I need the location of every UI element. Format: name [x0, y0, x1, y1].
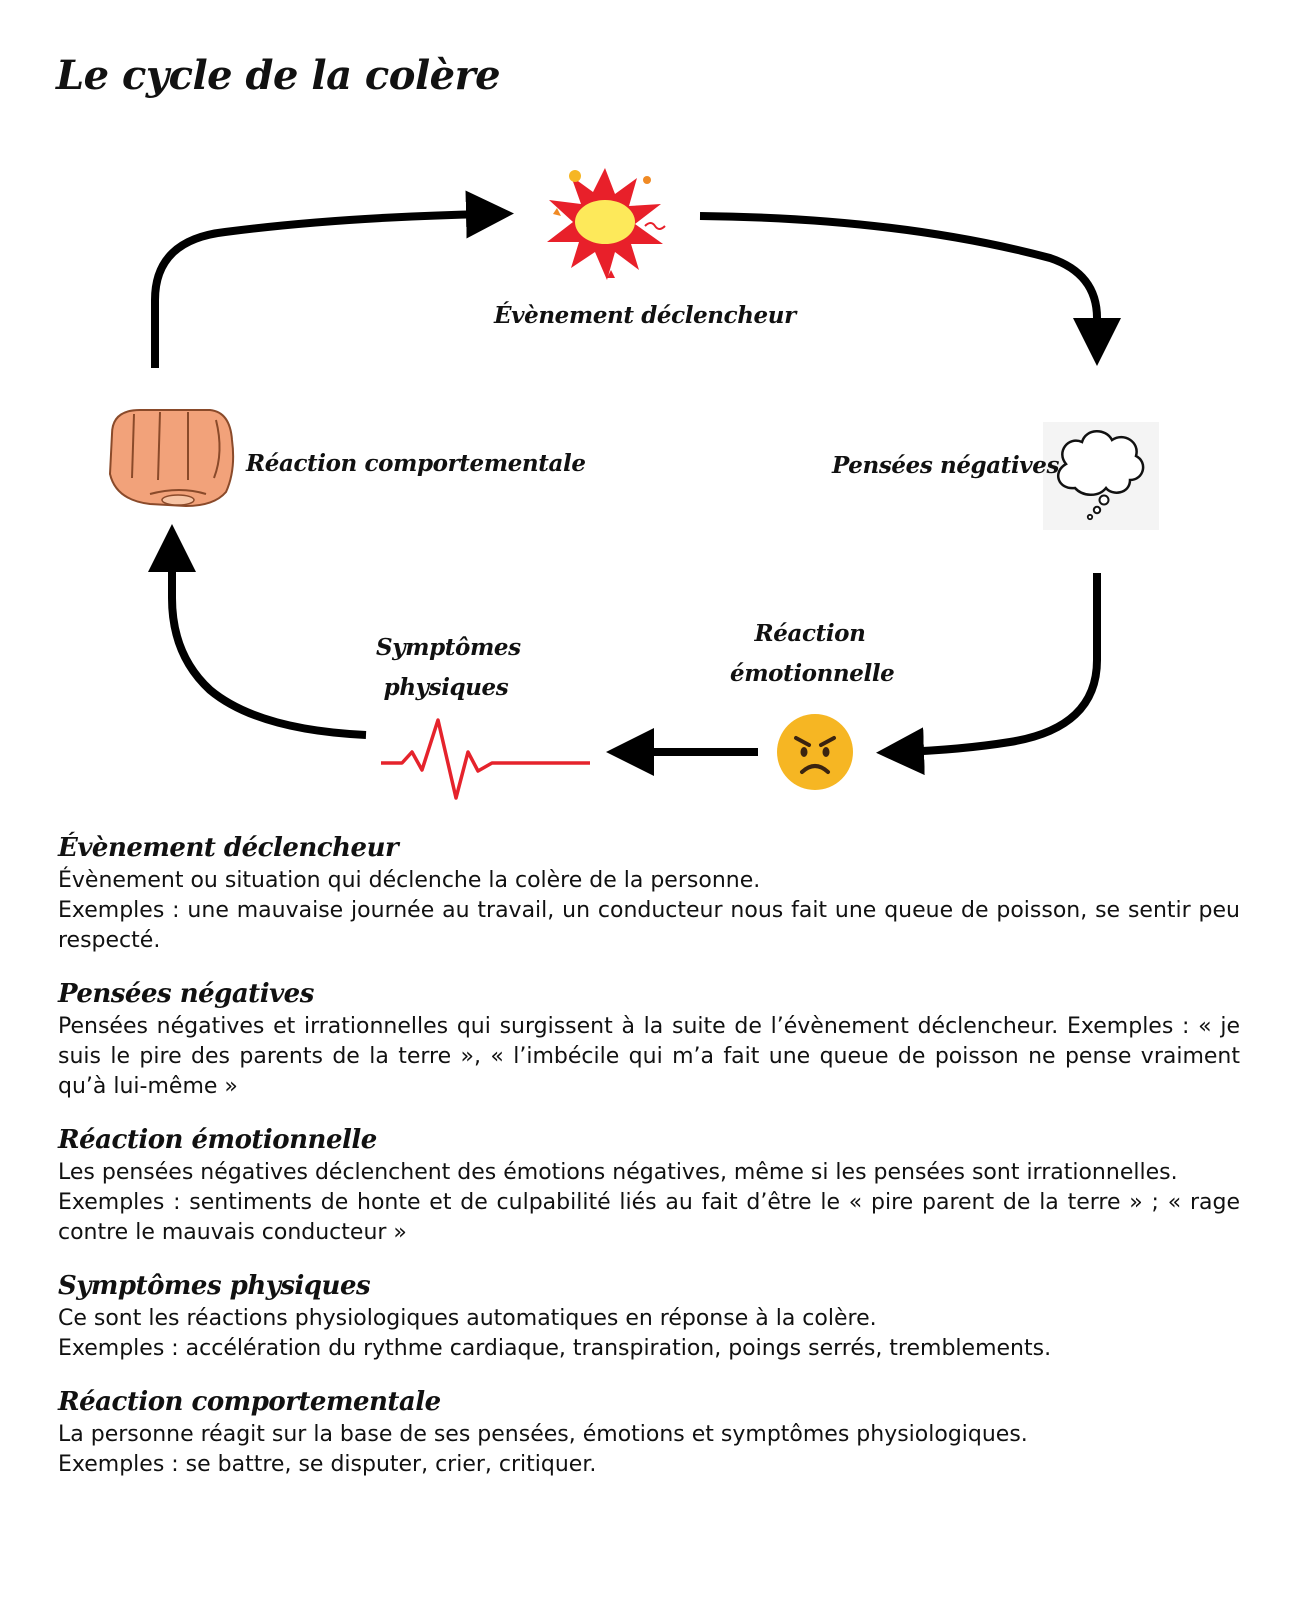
node-label-emotion: Réaction émotionnelle: [730, 614, 895, 694]
arrow-behavior-to-trigger: [151, 190, 514, 368]
section-line: Exemples : se battre, se disputer, crier…: [58, 1452, 597, 1477]
fist-icon: [108, 409, 235, 508]
section-line: Exemples : sentiments de honte et de cul…: [58, 1190, 1240, 1245]
arrow-symptoms-to-behavior: [148, 524, 367, 739]
node-label-symptoms-line1: Symptômes: [376, 634, 521, 661]
section-line: Pensées négatives et irrationnelles qui …: [58, 1014, 1240, 1099]
section-heading: Évènement déclencheur: [58, 833, 399, 863]
section-body: Pensées négatives et irrationnelles qui …: [58, 1012, 1240, 1102]
section-trigger: Évènement déclencheur Évènement ou situa…: [58, 830, 1240, 956]
section-body: La personne réagit sur la base de ses pe…: [58, 1420, 1240, 1480]
heartbeat-icon: [381, 718, 590, 800]
section-body: Évènement ou situation qui déclenche la …: [58, 866, 1240, 956]
section-body: Ce sont les réactions physiologiques aut…: [58, 1304, 1240, 1364]
section-line: Exemples : accélération du rythme cardia…: [58, 1336, 1052, 1361]
node-label-symptoms: Symptômes physiques: [376, 628, 521, 708]
thought-cloud-icon: [1043, 422, 1159, 530]
section-line: Ce sont les réactions physiologiques aut…: [58, 1306, 877, 1331]
section-line: Les pensées négatives déclenchent des ém…: [58, 1160, 1178, 1185]
node-label-behavior: Réaction comportementale: [246, 450, 586, 477]
node-label-emotion-line1: Réaction: [754, 620, 866, 647]
section-line: Évènement ou situation qui déclenche la …: [58, 868, 761, 893]
section-line: Exemples : une mauvaise journée au trava…: [58, 898, 1240, 953]
anger-cycle-diagram: [108, 168, 1159, 800]
page-title: Le cycle de la colère: [56, 52, 501, 99]
section-line: La personne réagit sur la base de ses pe…: [58, 1422, 1028, 1447]
section-heading: Pensées négatives: [58, 979, 314, 1009]
arrow-trigger-to-thoughts: [699, 212, 1121, 366]
node-label-trigger: Évènement déclencheur: [494, 302, 796, 329]
section-heading: Réaction émotionnelle: [58, 1125, 377, 1155]
section-emotion: Réaction émotionnelle Les pensées négati…: [58, 1122, 1240, 1248]
section-heading: Réaction comportementale: [58, 1387, 441, 1417]
node-label-emotion-line2: émotionnelle: [730, 660, 895, 687]
node-label-symptoms-line2: physiques: [383, 674, 509, 701]
arrow-thoughts-to-emotion: [876, 573, 1101, 776]
definitions: Évènement déclencheur Évènement ou situa…: [58, 830, 1240, 1500]
section-thoughts: Pensées négatives Pensées négatives et i…: [58, 976, 1240, 1102]
section-heading: Symptômes physiques: [58, 1271, 371, 1301]
explosion-icon: [547, 168, 666, 280]
section-behavior: Réaction comportementale La personne réa…: [58, 1384, 1240, 1480]
section-symptoms: Symptômes physiques Ce sont les réaction…: [58, 1268, 1240, 1364]
section-body: Les pensées négatives déclenchent des ém…: [58, 1158, 1240, 1248]
angry-face-icon: [777, 714, 853, 790]
node-label-thoughts: Pensées négatives: [832, 452, 1060, 479]
